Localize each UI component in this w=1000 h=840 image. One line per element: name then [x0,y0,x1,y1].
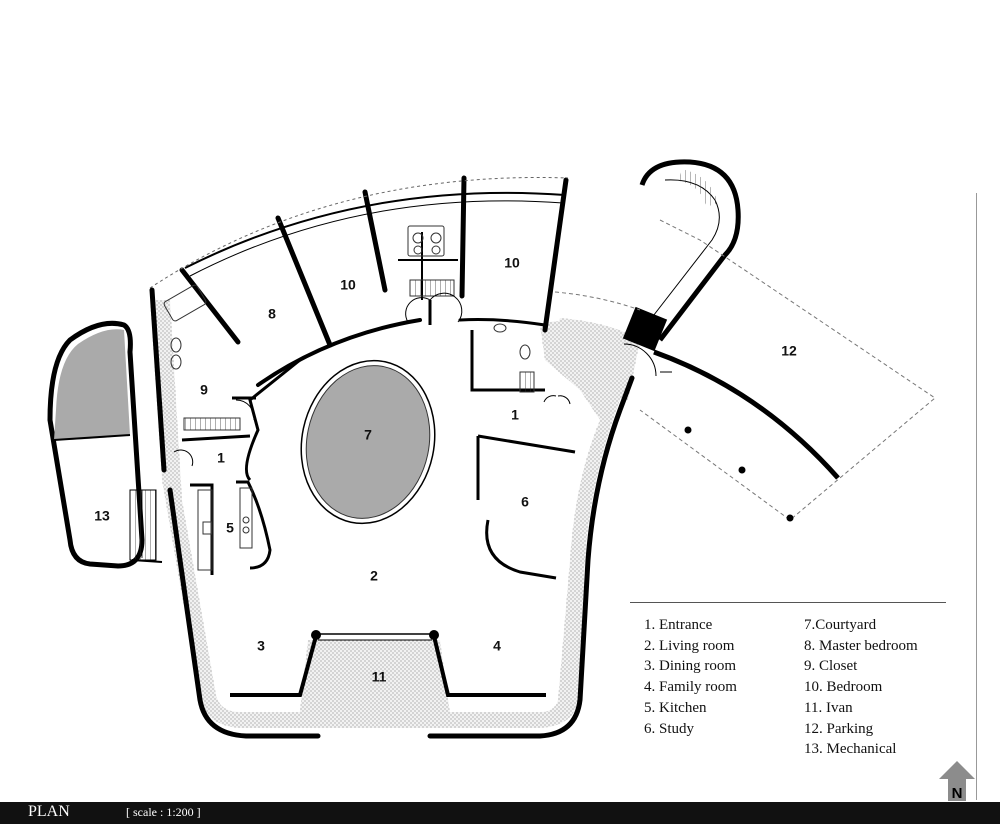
south-walls [230,633,546,697]
room-number-family: 4 [493,638,501,654]
column [429,630,439,640]
room-number-courtyard: 7 [364,427,372,443]
bathroom-fixtures [163,225,535,431]
legend-item: 8. Master bedroom [804,637,918,654]
legend-item: 3. Dining room [644,658,737,675]
room-number-parking: 12 [781,343,797,359]
room-number-mechanical: 13 [94,508,110,524]
column [311,630,321,640]
ivan-porch [298,640,452,728]
stair-tower [554,159,936,522]
room-number-living: 2 [370,568,378,584]
north-facade [149,177,569,289]
legend-item: 11. Ivan [804,699,853,716]
room-number-bedroom-west: 10 [340,277,356,293]
legend-item: 13. Mechanical [804,741,897,758]
room-number-ivan: 11 [372,669,387,685]
doors [173,292,657,467]
legend-column-2: 7.Courtyard 8. Master bedroom 9. Closet … [804,615,918,760]
frame-line [976,193,977,800]
garage-column [622,306,668,352]
legend-item: 2. Living room [644,637,735,654]
kitchen-counters [197,487,253,571]
legend-item: 12. Parking [804,720,874,737]
legend-item: 5. Kitchen [644,699,707,716]
legend-item: 7.Courtyard [804,617,877,633]
title-bar: PLAN [ scale : 1:200 ] [0,802,1000,824]
room-number-closet: 9 [200,382,208,398]
legend-item: 1. Entrance [644,617,713,633]
room-number-entrance: 1 [217,450,225,466]
courtyard [300,359,436,525]
plan-scale: [ scale : 1:200 ] [126,805,201,819]
plan-title: PLAN [28,803,70,820]
room-number-entrance-east: 1 [511,407,519,423]
room-number-master-bedroom: 8 [268,306,276,322]
legend-item: 10. Bedroom [804,679,883,696]
room-number-dining: 3 [257,638,265,654]
room-legend: 1. Entrance 2. Living room 3. Dining roo… [630,602,946,757]
north-arrow-icon: N [939,761,975,802]
room-number-study: 6 [521,494,529,510]
legend-item: 4. Family room [644,679,737,696]
north-letter: N [952,785,963,802]
room-number-bedroom-east: 10 [504,255,520,271]
mechanical-block [47,320,163,569]
room-labels: 1 1 2 3 4 5 6 7 8 9 10 10 11 12 13 [94,255,797,685]
interior-walls [181,232,576,580]
room-number-kitchen: 5 [226,520,234,536]
outer-walls [149,175,635,739]
legend-item: 6. Study [644,720,695,737]
legend-item: 9. Closet [804,658,858,675]
legend-column-1: 1. Entrance 2. Living room 3. Dining roo… [644,615,737,739]
